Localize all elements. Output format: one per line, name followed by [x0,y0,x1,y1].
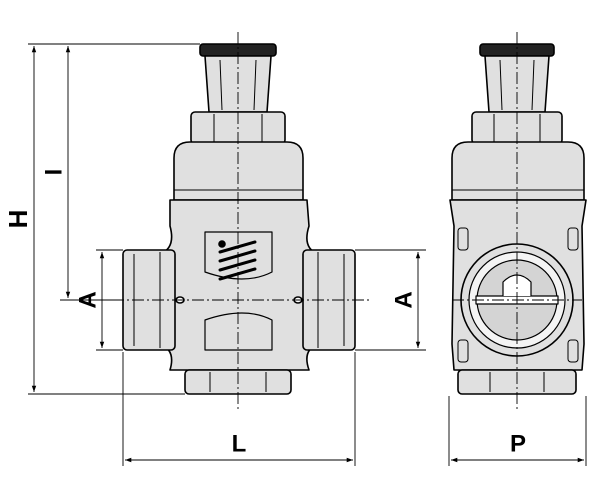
dimension-lines [28,43,587,466]
front-body [159,199,319,371]
label-p: P [510,431,526,458]
front-view [122,43,356,395]
center-lines [112,32,582,410]
side-bonnet [451,141,585,201]
label-i: I [41,169,68,176]
label-l: L [232,431,247,458]
label-a-left: A [75,291,102,308]
side-view [449,43,587,395]
label-h: H [3,210,33,229]
front-bonnet [173,141,304,201]
label-a-right: A [391,291,418,308]
